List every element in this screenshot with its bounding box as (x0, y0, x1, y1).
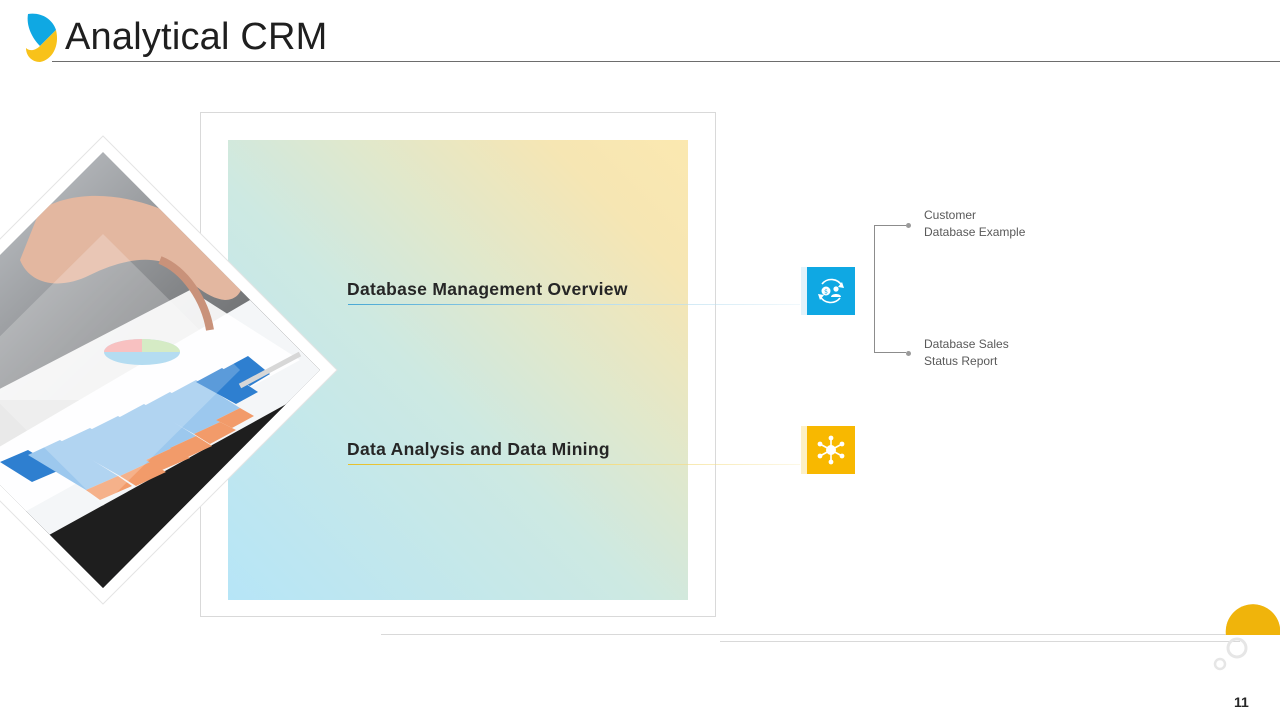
network-hub-icon (817, 435, 845, 465)
page-title: Analytical CRM (65, 16, 328, 58)
sub-item-bracket (874, 225, 906, 353)
exchange-icon: $ (818, 278, 844, 304)
data-analysis-icon-box (807, 426, 855, 474)
svg-text:$: $ (824, 289, 828, 296)
gradient-panel (228, 140, 688, 600)
footer-divider (720, 641, 1240, 642)
bullet-dot (906, 351, 911, 356)
item-label-database-management: Database Management Overview (347, 279, 628, 299)
page-number: 11 (1234, 694, 1249, 710)
item-label-data-analysis: Data Analysis and Data Mining (347, 439, 610, 459)
decorative-circles (1213, 604, 1280, 671)
leader-line-2 (348, 464, 800, 465)
footer-divider (381, 634, 1261, 635)
title-divider (52, 61, 1280, 62)
sub-item-customer-database: Customer Database Example (924, 207, 1084, 241)
sub-item-line: Database Sales (924, 337, 1009, 351)
sub-item-line: Database Example (924, 225, 1026, 239)
brand-logo-icon (26, 13, 58, 62)
sub-item-line: Status Report (924, 354, 998, 368)
sub-item-sales-status: Database Sales Status Report (924, 336, 1084, 370)
bullet-dot (906, 223, 911, 228)
sub-item-line: Customer (924, 208, 977, 222)
database-management-icon-box: $ (807, 267, 855, 315)
leader-line-1 (348, 304, 800, 305)
